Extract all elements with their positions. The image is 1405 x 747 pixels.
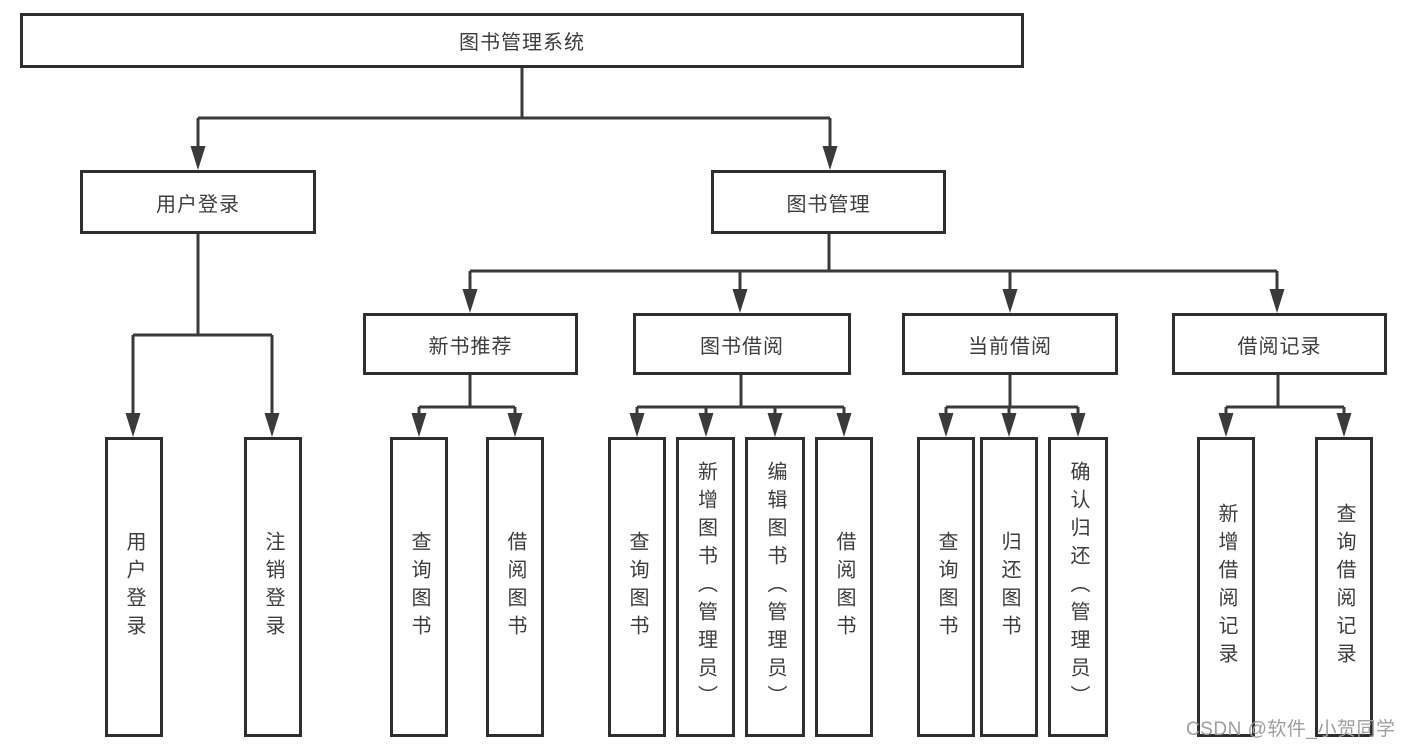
node-bor-query-book: 查询图书 [608, 437, 666, 737]
node-logout: 注销登录 [244, 437, 302, 737]
node-rec-query-book: 查询图书 [390, 437, 448, 737]
node-new-book-recommend: 新书推荐 [363, 313, 578, 375]
node-bor-add-book-admin: 新增图书（管理员） [676, 437, 735, 737]
node-login-user: 用户登录 [105, 437, 163, 737]
node-user-login-group: 用户登录 [80, 170, 316, 234]
node-rec-borrow-book: 借阅图书 [486, 437, 544, 737]
node-bor-borrow-book: 借阅图书 [815, 437, 873, 737]
node-root: 图书管理系统 [20, 13, 1024, 68]
node-bor-edit-book-admin: 编辑图书（管理员） [745, 437, 805, 737]
arrowheads [125, 146, 1352, 437]
node-book-management: 图书管理 [711, 170, 946, 234]
node-current-borrow: 当前借阅 [902, 313, 1118, 375]
node-book-borrow: 图书借阅 [633, 313, 851, 375]
csdn-watermark: CSDN @软件_小贺同学 [1186, 719, 1396, 740]
node-rec-add-record: 新增借阅记录 [1197, 437, 1255, 737]
node-cur-return-book: 归还图书 [980, 437, 1038, 737]
node-borrow-records: 借阅记录 [1172, 313, 1387, 375]
node-cur-query-book: 查询图书 [917, 437, 975, 737]
node-cur-confirm-return-admin: 确认归还（管理员） [1048, 437, 1108, 737]
node-rec-query-record: 查询借阅记录 [1315, 437, 1373, 737]
